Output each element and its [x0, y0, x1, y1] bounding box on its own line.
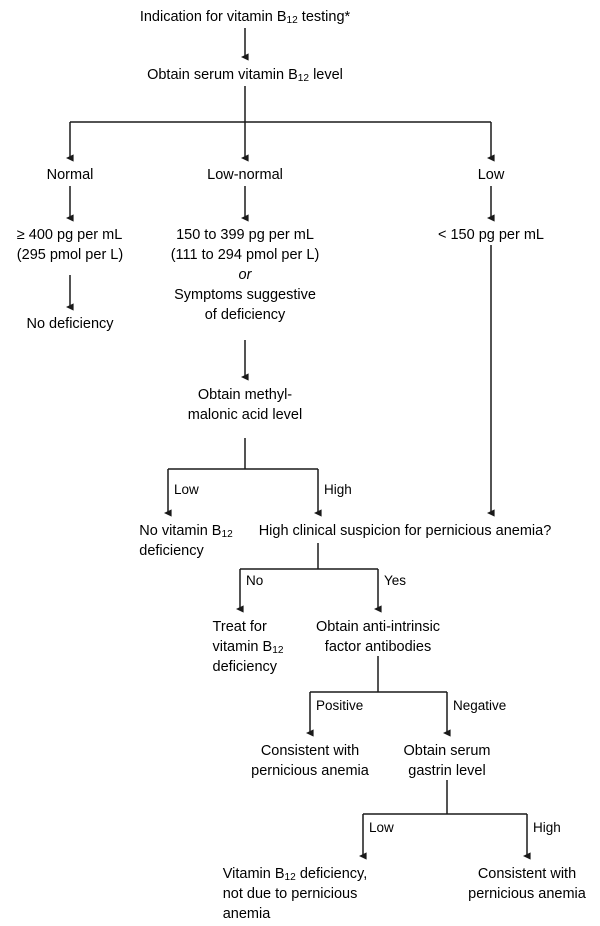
node-low-value: < 150 pg per mL: [437, 227, 545, 243]
node-low-normal-value: 150 to 399 pg per mL (111 to 294 pmol pe…: [170, 227, 320, 323]
edge-label-suspicion-yes: Yes: [384, 573, 407, 588]
node-obtain-serum-b12-level: Obtain serum vitamin B12 level: [147, 67, 343, 85]
node-obtain-methylmalonic-acid-level: Obtain methyl- malonic acid level: [187, 387, 303, 423]
node-consistent-with-pernicious-anemia-right: Consistent with pernicious anemia: [468, 866, 586, 902]
edge-label-suspicion-no: No: [246, 573, 264, 588]
node-branch-normal: Normal: [46, 167, 94, 183]
node-normal-value: ≥ 400 pg per mL (295 pmol per L): [16, 227, 124, 263]
node-obtain-serum-gastrin-level: Obtain serum gastrin level: [403, 743, 491, 779]
node-branch-low-normal: Low-normal: [207, 167, 283, 183]
node-treat-for-vitamin-b12-deficiency: Treat for vitamin B12 deficiency: [212, 619, 284, 675]
or-connector: or: [238, 267, 252, 283]
edge-label-antibody-negative: Negative: [453, 698, 507, 713]
edge-label-gastrin-high: High: [533, 820, 561, 835]
edge-label-antibody-positive: Positive: [316, 698, 364, 713]
node-start: Indication for vitamin B12 testing*: [139, 9, 351, 27]
subscript-12: 12: [272, 645, 284, 657]
edge-label-mma-high: High: [324, 482, 352, 497]
subscript-12: 12: [297, 73, 310, 85]
node-consistent-with-pernicious-anemia-left: Consistent with pernicious anemia: [251, 743, 369, 779]
node-b12-deficiency-not-pernicious-anemia: Vitamin B12 deficiency, not due to perni…: [222, 866, 368, 922]
node-no-deficiency: No deficiency: [26, 316, 114, 332]
subscript-12: 12: [286, 15, 298, 27]
subscript-12: 12: [221, 529, 233, 541]
node-branch-low: Low: [477, 167, 505, 183]
node-high-clinical-suspicion: High clinical suspicion for pernicious a…: [258, 523, 552, 539]
node-no-vitamin-b12-deficiency: No vitamin B12 deficiency: [139, 523, 233, 559]
edge-label-gastrin-low: Low: [369, 820, 394, 835]
edge-label-mma-low: Low: [174, 482, 199, 497]
node-obtain-anti-intrinsic-factor-antibodies: Obtain anti-intrinsic factor antibodies: [315, 619, 441, 655]
subscript-12: 12: [284, 872, 296, 884]
